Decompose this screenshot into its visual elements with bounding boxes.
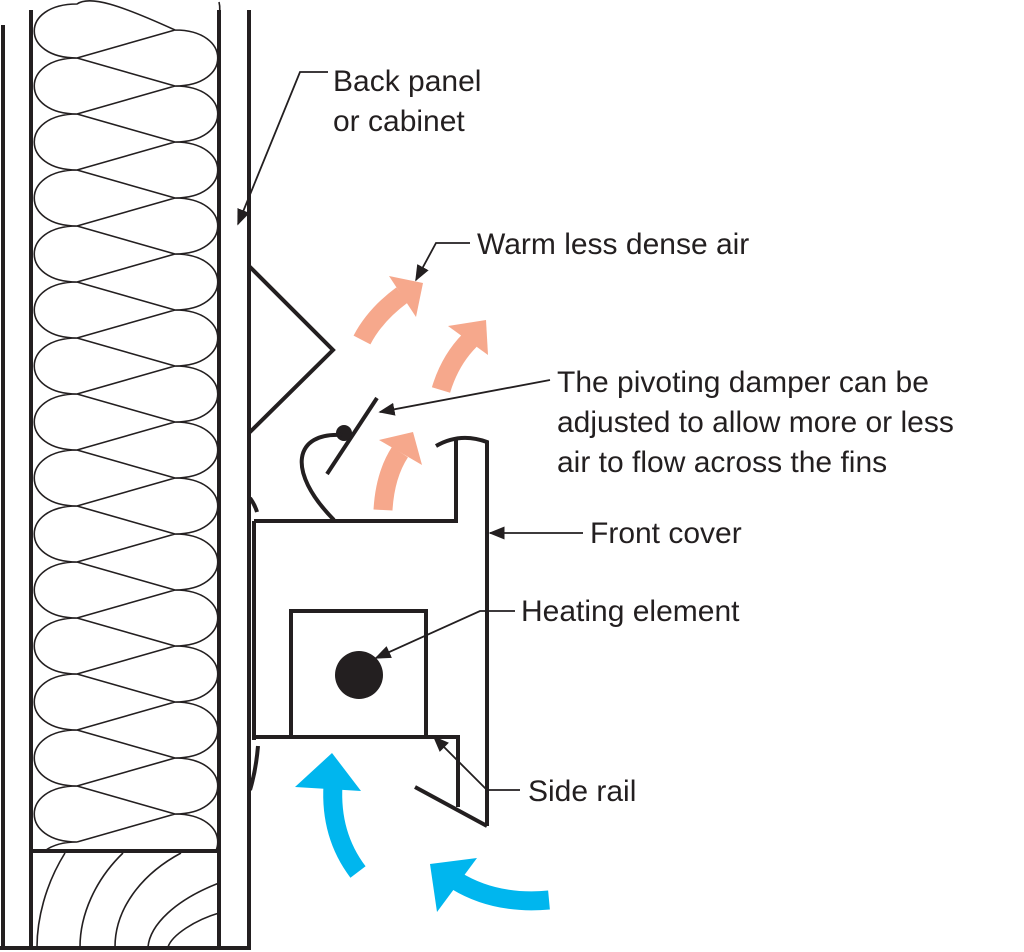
damper-wire — [299, 432, 343, 522]
fin-block — [289, 609, 428, 739]
cool-arrow-2-body — [449, 871, 550, 911]
cool-arrow-1-head — [295, 753, 361, 791]
warm-arrow-1-body — [353, 287, 408, 345]
front-cover — [434, 435, 489, 826]
label-heating-element: Heating element — [521, 595, 740, 628]
warm-air-arrows — [353, 276, 488, 511]
heater-cabinet — [247, 264, 489, 828]
warm-arrow-3-body — [373, 446, 409, 511]
warm-arrow-1-head — [389, 276, 423, 317]
damper[interactable] — [325, 396, 379, 476]
warm-arrow-3-head — [379, 432, 422, 465]
insulation-tail — [217, 1, 221, 19]
label-back-panel-2: or cabinet — [333, 105, 465, 138]
cabinet-clip-top — [248, 496, 259, 513]
side-rail — [254, 735, 460, 807]
label-damper-2: adjusted to allow more or less — [557, 406, 954, 439]
bottom-deflector — [414, 785, 488, 828]
insulation-pattern — [33, 0, 219, 851]
cool-arrow-1-body — [323, 784, 366, 878]
insulation — [33, 0, 219, 851]
heating-element — [335, 651, 383, 699]
wall-section — [0, 0, 251, 950]
label-damper-3: air to flow across the fins — [557, 446, 887, 479]
warm-arrow-2-head — [448, 320, 488, 355]
label-side-rail: Side rail — [528, 775, 636, 808]
label-front-cover: Front cover — [590, 517, 742, 550]
cool-arrow-2-head — [430, 858, 477, 912]
damper-pivot — [336, 425, 352, 441]
cabinet-clip-bottom — [248, 745, 260, 791]
cool-air-arrows — [295, 753, 550, 912]
label-warm-air: Warm less dense air — [477, 228, 749, 261]
upper-fin-bracket — [247, 264, 336, 435]
upper-shelf — [254, 438, 458, 523]
warm-arrow-2-body — [431, 333, 477, 393]
label-back-panel-1: Back panel — [333, 65, 481, 98]
wood-grain — [36, 852, 220, 948]
leader-lines — [237, 71, 583, 791]
label-damper-1: The pivoting damper can be — [557, 366, 929, 399]
